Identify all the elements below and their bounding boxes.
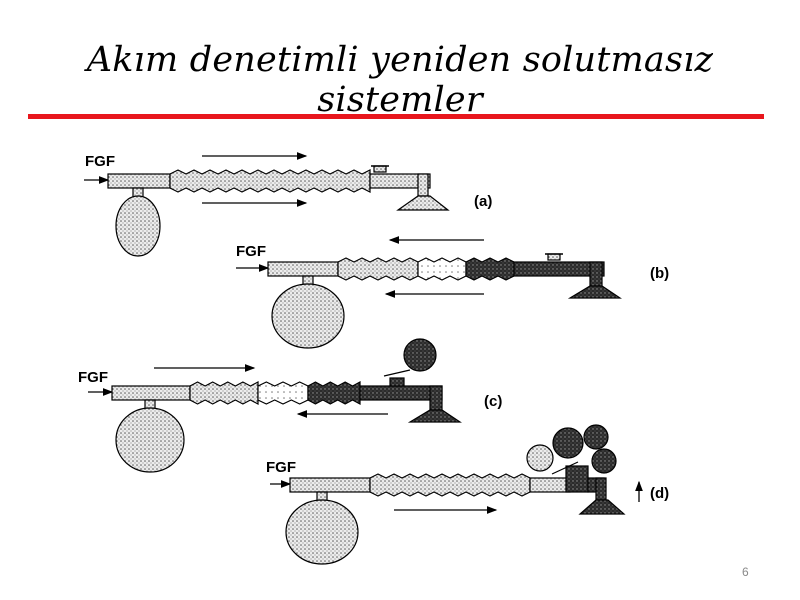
expiratory-valve-c — [389, 377, 405, 387]
corrugated-exhaled-c — [307, 380, 361, 406]
mask-a — [396, 195, 450, 211]
corrugated-tube-d — [369, 473, 531, 497]
patient-tube-fresh-d — [529, 477, 571, 493]
reservoir-bag-c — [115, 407, 185, 473]
title-divider — [28, 114, 764, 119]
panel-label-a: (a) — [474, 193, 492, 210]
exhaled-gas-bubble-d-3 — [591, 448, 617, 474]
corrugated-mixed-c — [257, 381, 309, 405]
limb-a — [417, 173, 429, 197]
panel-label-b: (b) — [650, 265, 669, 282]
expiratory-valve-b — [547, 253, 561, 261]
mask-b — [567, 285, 622, 299]
reservoir-bag-d — [285, 499, 359, 565]
limb-b — [589, 261, 603, 287]
fresh-gas-tube-c — [111, 385, 191, 401]
valve-open-lid-c — [383, 369, 411, 377]
fresh-gas-tube-d — [289, 477, 371, 493]
fresh-gas-tube-a — [107, 173, 171, 189]
limb-c — [429, 385, 443, 411]
reservoir-bag-a — [115, 195, 161, 257]
patient-tube-a — [369, 173, 431, 189]
panel-label-d: (d) — [650, 485, 669, 502]
exhaled-gas-bubble-d-2 — [583, 424, 609, 450]
expiratory-valve-a — [373, 165, 387, 173]
mask-c — [407, 409, 462, 423]
corrugated-exhaled-b — [465, 257, 515, 281]
exhaled-gas-bubble-d-1 — [552, 427, 584, 459]
valve-open-lid-d — [551, 461, 579, 475]
corrugated-fresh-c — [189, 381, 259, 405]
corrugated-tube-a — [169, 169, 371, 193]
fgf-label-d: FGF — [266, 459, 296, 476]
slide-number: 6 — [742, 565, 749, 579]
fgf-label-c: FGF — [78, 369, 108, 386]
panel-label-c: (c) — [484, 393, 502, 410]
slide-title: Akım denetimli yeniden solutmasız sistem… — [86, 40, 714, 120]
valve-housing-d — [565, 465, 589, 493]
fresh-gas-tube-b — [267, 261, 339, 277]
limb-d — [595, 477, 607, 501]
fgf-label-a: FGF — [85, 153, 115, 170]
exhaled-gas-bubble-c — [403, 338, 437, 372]
fresh-gas-bubble-d — [526, 444, 554, 472]
reservoir-bag-b — [271, 283, 345, 349]
patient-tube-b — [513, 261, 605, 277]
corrugated-fresh-b — [337, 257, 419, 281]
fgf-label-b: FGF — [236, 243, 266, 260]
mask-d — [578, 499, 626, 515]
corrugated-mixed-b — [417, 257, 467, 281]
